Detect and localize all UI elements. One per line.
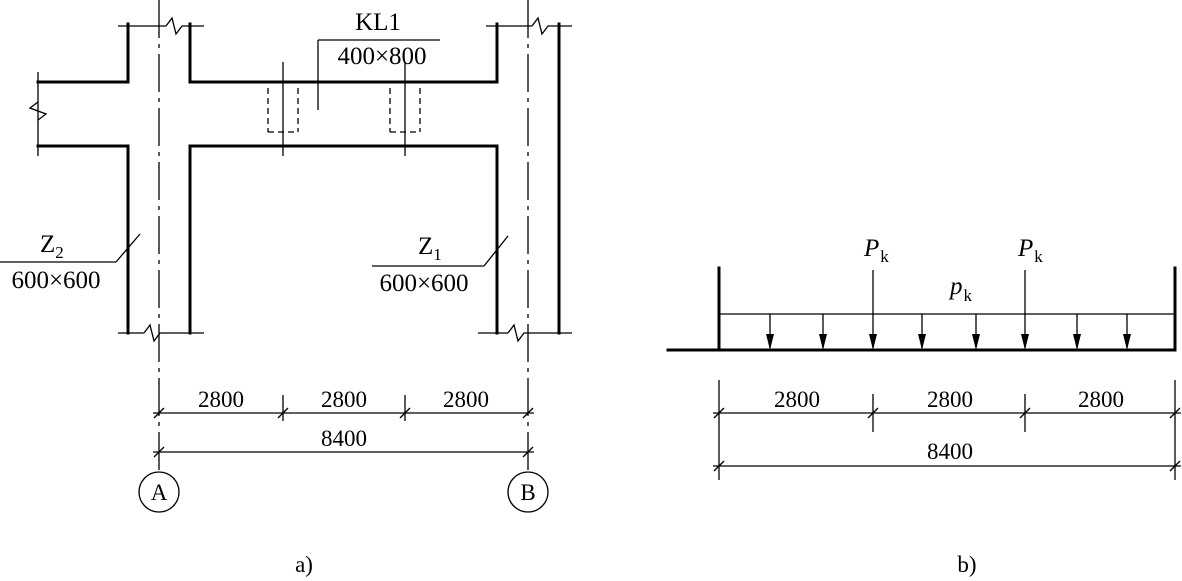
point-load-1-label: Pk bbox=[863, 235, 889, 266]
column-z2-leader bbox=[0, 233, 141, 263]
column-z2-size: 600×600 bbox=[11, 267, 100, 294]
point-load-1 bbox=[869, 270, 877, 350]
left-beam-stub bbox=[28, 72, 130, 156]
dim-b-seg-3: 2800 bbox=[1078, 387, 1124, 412]
secondary-beam-2 bbox=[389, 62, 421, 156]
dim-a-seg-1: 2800 bbox=[198, 387, 244, 412]
axis-bubble-a: A bbox=[138, 471, 180, 513]
figure-b-diagram: Pk Pk pk 2800 2800 2800 8400 b) bbox=[666, 235, 1181, 577]
figure-a-dimensions bbox=[153, 395, 534, 458]
axis-label-a: A bbox=[151, 480, 168, 505]
column-z1 bbox=[478, 16, 572, 343]
beam-size: 400×800 bbox=[337, 43, 426, 70]
dim-a-seg-2: 2800 bbox=[321, 387, 367, 412]
figure-b-dimensions bbox=[713, 380, 1181, 480]
column-z1-leader bbox=[372, 235, 509, 267]
caption-a: a) bbox=[295, 552, 313, 577]
beam-label-leader bbox=[317, 39, 440, 110]
dim-b-seg-1: 2800 bbox=[774, 387, 820, 412]
point-load-2 bbox=[1021, 270, 1029, 350]
beam-label: KL1 bbox=[355, 9, 401, 36]
secondary-beam-1 bbox=[267, 62, 299, 156]
point-load-2-label: Pk bbox=[1017, 235, 1043, 266]
dim-b-seg-2: 2800 bbox=[927, 387, 973, 412]
dim-b-total: 8400 bbox=[927, 439, 973, 464]
column-z1-size: 600×600 bbox=[379, 270, 468, 297]
axis-bubble-b: B bbox=[507, 471, 549, 513]
column-z2 bbox=[118, 16, 204, 343]
axis-label-b: B bbox=[520, 480, 535, 505]
column-z1-label: Z1 bbox=[418, 233, 442, 264]
beam-kl1 bbox=[188, 80, 499, 148]
distributed-load-label: pk bbox=[948, 273, 973, 305]
distributed-load-arrows bbox=[766, 314, 1131, 350]
column-z2-label: Z2 bbox=[40, 231, 64, 262]
dim-a-total: 8400 bbox=[321, 426, 367, 451]
dim-a-seg-3: 2800 bbox=[443, 387, 489, 412]
caption-b: b) bbox=[957, 552, 976, 577]
figure-a-frame: KL1 400×800 Z2 600×600 Z1 600×600 bbox=[0, 0, 572, 577]
